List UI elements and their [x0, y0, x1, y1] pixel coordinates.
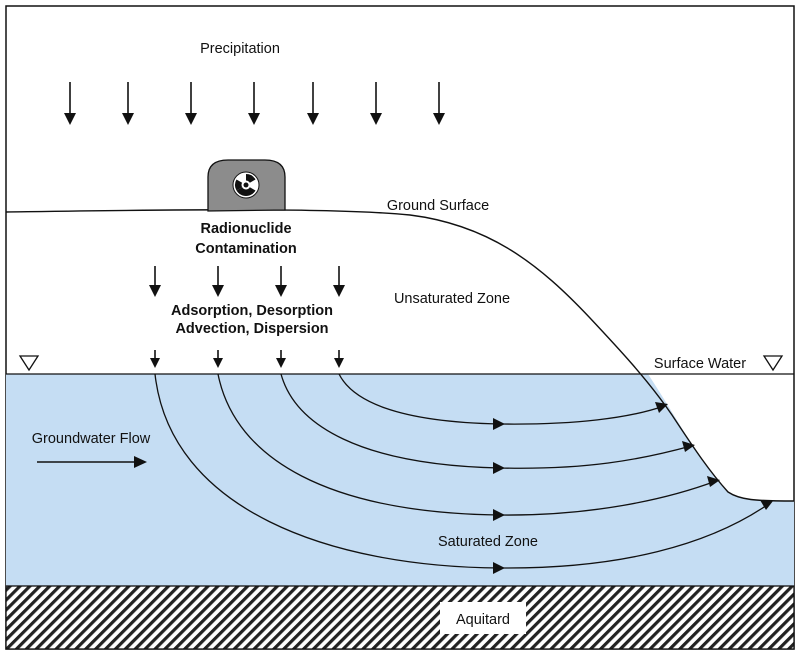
flow-path-arrowhead — [682, 441, 695, 452]
saturated-zone-water — [6, 374, 794, 586]
unsaturated-zone-label: Unsaturated Zone — [394, 291, 510, 307]
processes-label-line2: Advection, Dispersion — [175, 321, 328, 337]
flow-path-arrowhead — [493, 509, 505, 521]
rain-arrow — [433, 82, 445, 125]
flow-path-arrowhead — [655, 402, 668, 413]
recharge-arrow — [276, 350, 286, 368]
water-table-marker-icon — [762, 355, 784, 372]
rain-arrow — [307, 82, 319, 125]
infiltration-arrow — [149, 266, 161, 297]
flow-path-arrowhead — [493, 462, 505, 474]
infiltration-arrows — [149, 266, 345, 297]
rain-arrow — [370, 82, 382, 125]
flow-path — [280, 373, 692, 469]
rain-arrow — [185, 82, 197, 125]
saturated-zone-label: Saturated Zone — [438, 534, 538, 550]
infiltration-arrow — [333, 266, 345, 297]
flow-path-arrowhead — [493, 418, 505, 430]
radiation-trefoil-icon — [232, 171, 260, 199]
aquitard-label-box — [440, 602, 526, 634]
rain-arrow — [122, 82, 134, 125]
groundwater-flow-label: Groundwater Flow — [32, 431, 151, 447]
flow-path — [154, 373, 771, 569]
infiltration-arrow — [212, 266, 224, 297]
contamination-label-line1: Radionuclide — [200, 221, 291, 237]
recharge-arrow — [150, 350, 160, 368]
precipitation-label: Precipitation — [200, 41, 280, 57]
flow-path-arrowhead — [707, 476, 720, 487]
recharge-arrows — [150, 350, 344, 368]
ground-surface-label: Ground Surface — [387, 198, 489, 214]
water-table-marker-icon — [18, 355, 40, 372]
flow-path — [217, 373, 717, 516]
contamination-label-line2: Contamination — [195, 241, 297, 257]
flow-path-arrowhead — [760, 500, 773, 510]
waste-facility — [207, 159, 286, 212]
aquitard-label: Aquitard — [456, 612, 510, 628]
processes-label-line1: Adsorption, Desorption — [171, 303, 333, 319]
contaminant-flow-paths — [154, 373, 773, 574]
aquitard-layer — [5, 585, 795, 650]
recharge-arrow — [334, 350, 344, 368]
flow-path-arrowhead — [493, 562, 505, 574]
rain-arrow — [248, 82, 260, 125]
recharge-arrow — [213, 350, 223, 368]
surface-water-label: Surface Water — [654, 356, 746, 372]
precipitation-arrows — [64, 82, 445, 125]
groundwater-flow-arrow — [37, 456, 147, 468]
infiltration-arrow — [275, 266, 287, 297]
rain-arrow — [64, 82, 76, 125]
